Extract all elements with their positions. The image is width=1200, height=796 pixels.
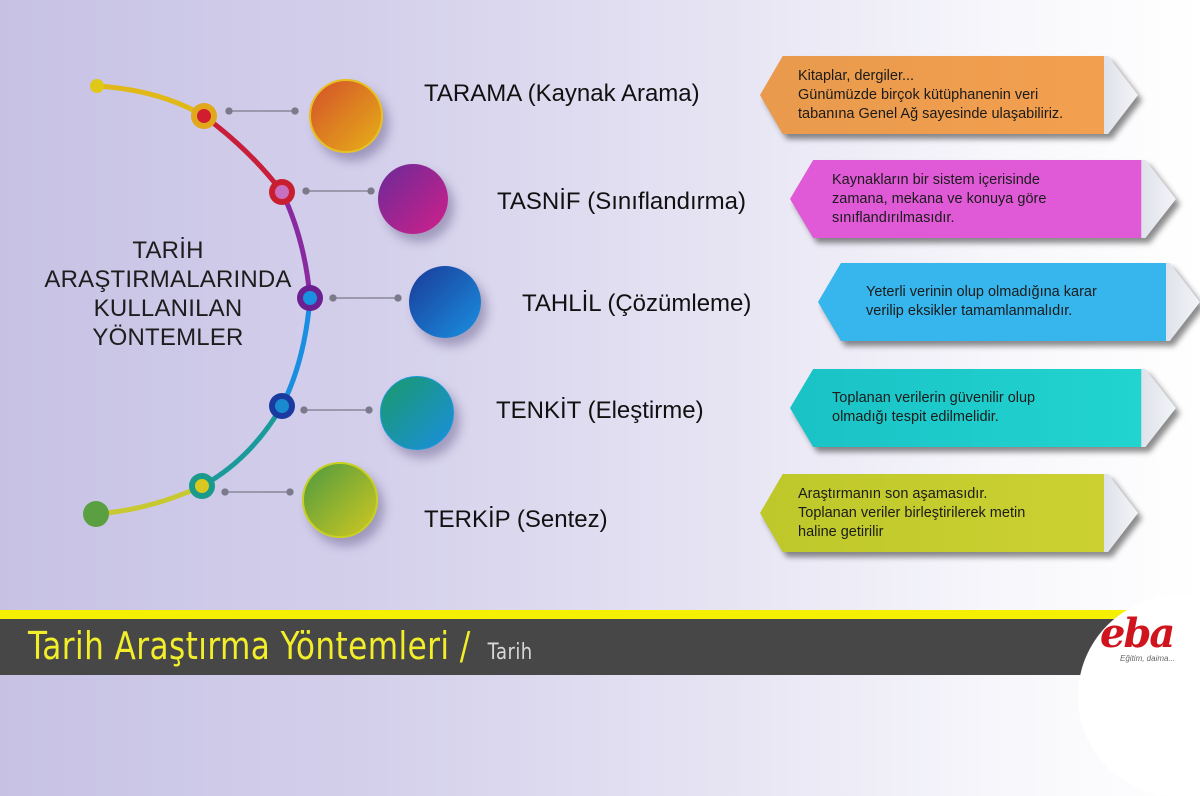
method-ball-tarama — [309, 79, 383, 153]
callout-line: Yeterli verinin olup olmadığına karar — [866, 284, 1097, 300]
method-label-tasnif: TASNİF (Sınıflandırma) — [497, 188, 746, 215]
callout-line: tabanına Genel Ağ sayesinde ulaşabiliriz… — [798, 105, 1064, 122]
callout-text: Kitaplar, dergiler... Günümüzde birçok k… — [798, 56, 1063, 134]
method-ball-tenkit — [380, 376, 454, 450]
callout-text: Yeterli verinin olup olmadığına karar ve… — [866, 263, 1097, 341]
method-label-tenkit: TENKİT (Eleştirme) — [496, 397, 704, 424]
callout-line: Toplanan verilerin güvenilir olup — [832, 390, 1036, 406]
callout-line: Günümüzde birçok kütüphanenin veri — [798, 86, 1039, 103]
callout-line: Kaynakların bir sistem içerisinde — [832, 171, 1040, 188]
method-ball-terkip — [302, 462, 378, 538]
main-title: TARİH ARAŞTIRMALARINDA KULLANILAN YÖNTEM… — [38, 236, 298, 352]
main-title-line: YÖNTEMLER — [92, 324, 244, 351]
footer-accent-band — [0, 610, 1200, 619]
callout-tenkit: Toplanan verilerin güvenilir olup olmadı… — [790, 369, 1176, 447]
curve-end-dot — [83, 501, 109, 527]
logo-tagline: Eğitim, daima... — [1120, 654, 1176, 663]
callout-line: Kitaplar, dergiler... — [798, 67, 915, 84]
callout-text: Araştırmanın son aşamasıdır. Toplanan ve… — [798, 474, 1025, 552]
callout-line: verilip eksikler tamamlanmalıdır. — [866, 303, 1073, 319]
callout-line: olmadığı tespit edilmelidir. — [832, 409, 999, 425]
method-label-terkip: TERKİP (Sentez) — [424, 506, 608, 533]
footer-separator: / — [459, 624, 471, 668]
callout-tahlil: Yeterli verinin olup olmadığına karar ve… — [818, 263, 1200, 341]
method-ball-tasnif — [378, 164, 448, 234]
main-title-line: TARİH — [132, 237, 204, 264]
method-label-tahlil: TAHLİL (Çözümleme) — [522, 290, 752, 317]
footer-title: Tarih Araştırma Yöntemleri / Tarih — [28, 624, 533, 668]
callout-terkip: Araştırmanın son aşamasıdır. Toplanan ve… — [760, 474, 1138, 552]
eba-logo: eba Eğitim, daima... — [1040, 596, 1200, 796]
callout-text: Toplanan verilerin güvenilir olup olmadı… — [832, 369, 1035, 447]
footer-subtitle: Tarih — [487, 640, 533, 665]
method-label-tarama: TARAMA (Kaynak Arama) — [424, 80, 700, 107]
callout-line: haline getirilir — [798, 523, 884, 540]
timeline-curve — [83, 79, 402, 527]
callout-line: Araştırmanın son aşamasıdır. — [798, 485, 988, 502]
main-title-line: KULLANILAN — [93, 295, 243, 322]
callout-line: Toplanan veriler birleştirilerek metin — [798, 504, 1026, 521]
callout-line: sınıflandırılmasıdır. — [832, 209, 955, 226]
footer-title-text: Tarih Araştırma Yöntemleri — [28, 624, 450, 668]
callout-text: Kaynakların bir sistem içerisinde zamana… — [832, 160, 1046, 238]
callout-tarama: Kitaplar, dergiler... Günümüzde birçok k… — [760, 56, 1138, 134]
main-title-line: ARAŞTIRMALARINDA — [44, 266, 292, 293]
method-ball-tahlil — [409, 266, 481, 338]
logo-wordmark: eba — [1100, 610, 1175, 657]
callout-tasnif: Kaynakların bir sistem içerisinde zamana… — [790, 160, 1176, 238]
footer-bar: Tarih Araştırma Yöntemleri / Tarih — [0, 610, 1200, 675]
callout-line: zamana, mekana ve konuya göre — [832, 190, 1047, 207]
infographic: TARİH ARAŞTIRMALARINDA KULLANILAN YÖNTEM… — [38, 56, 1200, 552]
curve-start-dot — [90, 79, 104, 93]
